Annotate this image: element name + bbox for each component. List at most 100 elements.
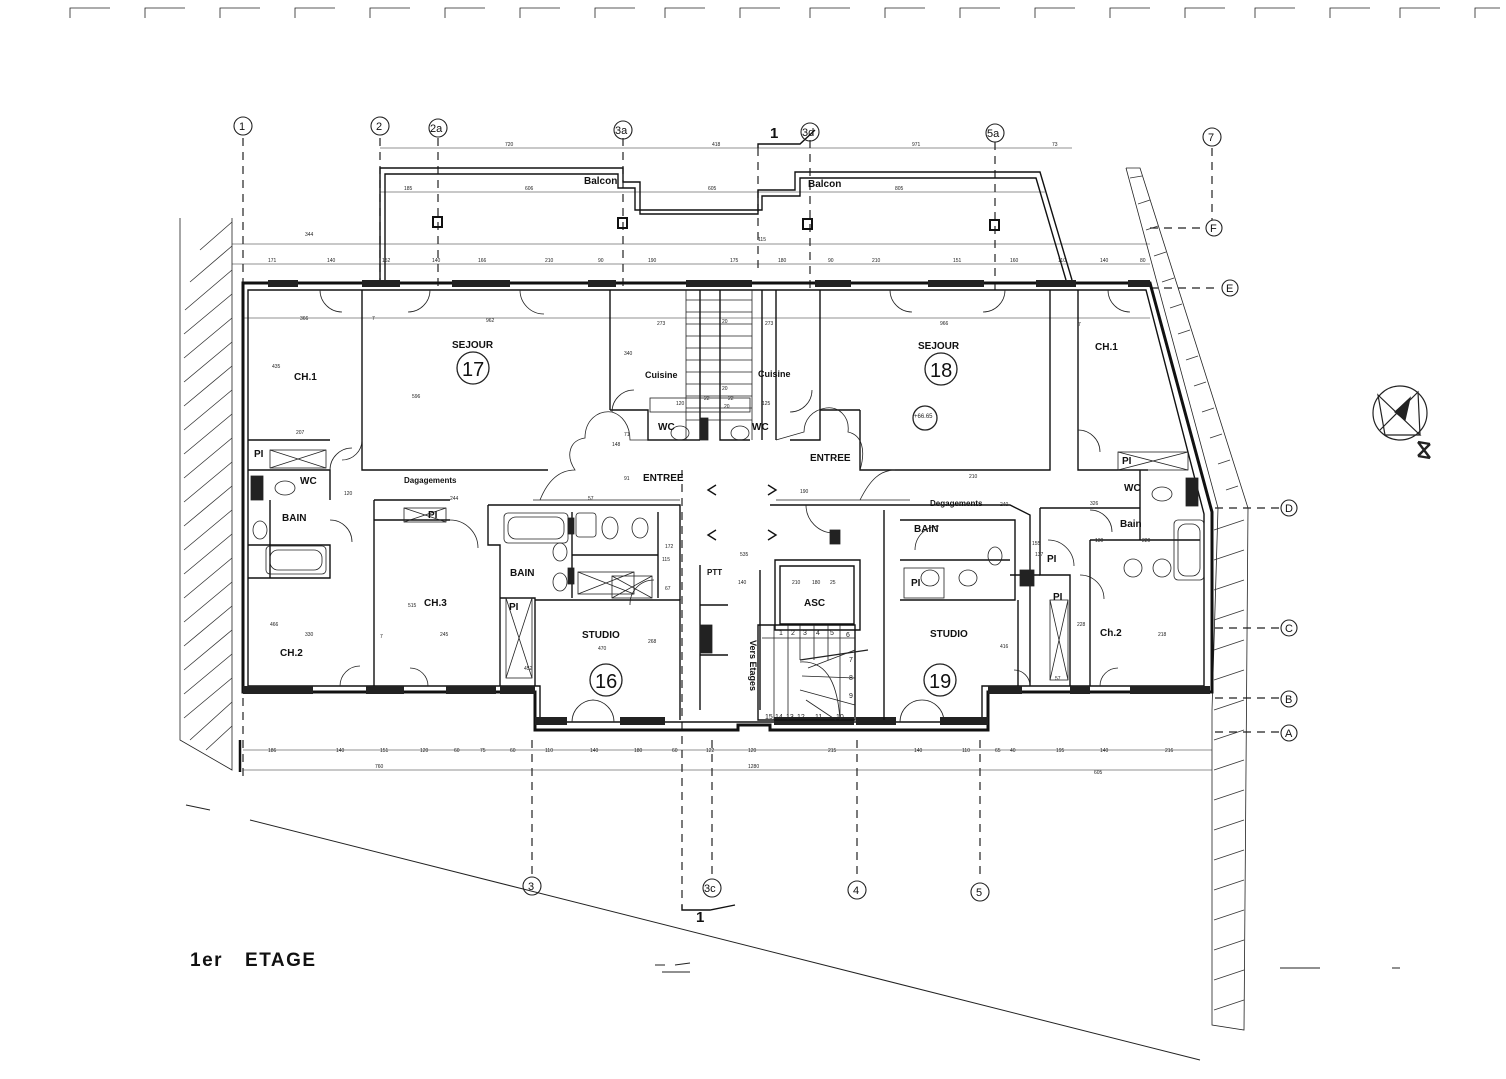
- dim-interior-35: 535: [740, 552, 749, 558]
- dim-bottom1-16: 110: [962, 748, 970, 754]
- dim-bottom1-18: 40: [1010, 748, 1016, 754]
- axis-3d: 3d: [802, 127, 814, 139]
- dim-interior-20: 71: [624, 432, 630, 438]
- room-label-sejour-18: SEJOUR: [918, 341, 960, 352]
- floor-level: 1er: [190, 950, 224, 971]
- stair-step-4: 4: [816, 630, 820, 637]
- dim-interior-33: 515: [408, 603, 417, 609]
- neighbour-wall-west: [179, 218, 242, 772]
- dimension-lines: [232, 147, 1212, 771]
- room-label-studio-16: STUDIO: [582, 630, 620, 641]
- dim-top2-4: 805: [895, 186, 904, 192]
- room-label-ch1-17: CH.1: [294, 372, 317, 383]
- dim-bottom2-1: 760: [375, 764, 384, 770]
- dim-interior-34: 452: [524, 666, 533, 672]
- dim-interior-26: 240: [1000, 502, 1009, 508]
- dim-interior-16: 20: [724, 404, 730, 410]
- dim-bottom1-6: 75: [480, 748, 486, 754]
- dim-interior-40: 218: [1158, 632, 1167, 638]
- dim-bottom1-9: 140: [590, 748, 599, 754]
- section-mark-bottom: 1: [696, 909, 704, 926]
- room-label-degagements-17: Dagagements: [404, 476, 457, 485]
- apartment-number-16: 16: [595, 671, 617, 693]
- dim-bottom1-15: 140: [914, 748, 923, 754]
- axis-D: D: [1285, 503, 1293, 515]
- core-labels: ASC PTT Vers Etages: [707, 568, 825, 691]
- interior-walls: [248, 290, 1200, 721]
- stair-step-15: 15: [765, 714, 773, 721]
- dim-bottom1-14: 215: [828, 748, 837, 754]
- axis-2a: 2a: [430, 123, 443, 135]
- grid-bubbles-bottom: [522, 876, 990, 902]
- floor-name: ETAGE: [245, 950, 317, 971]
- axis-F: F: [1210, 223, 1217, 235]
- dim-interior-48: 130: [1095, 538, 1104, 544]
- room-label-cuisine-17: Cuisine: [645, 370, 678, 380]
- room-label-pi-18c: PI: [1053, 592, 1063, 603]
- room-label-cuisine-18: Cuisine: [758, 369, 791, 379]
- dim-interior-6: 273: [765, 321, 774, 327]
- dim-top4-8: 190: [648, 258, 657, 264]
- dim-top4-11: 90: [828, 258, 834, 264]
- neighbour-wall-east: [1125, 167, 1249, 1031]
- room-label-pi-17b: PI: [428, 510, 438, 521]
- dim-top4-13: 151: [953, 258, 962, 264]
- dim-interior-14: 22: [704, 396, 710, 402]
- dim-top4-14: 160: [1010, 258, 1019, 264]
- room-labels-apartment-17: SEJOUR CH.1 PI WC BAIN Dagagements PI CH…: [254, 340, 684, 659]
- balcony-posts: [432, 216, 1000, 231]
- apartment-number-circles: [456, 351, 958, 697]
- apartment-number-19: 19: [929, 671, 951, 693]
- dim-interior-3: 962: [486, 318, 495, 324]
- room-label-wc-18: WC: [1124, 483, 1141, 494]
- dim-top4-9: 175: [730, 258, 739, 264]
- dim-interior-36: 268: [648, 639, 657, 645]
- dim-top4-2: 140: [327, 258, 336, 264]
- staircase: [685, 290, 869, 721]
- room-label-pi-18b: PI: [1047, 554, 1057, 565]
- dim-top2-2: 606: [525, 186, 534, 192]
- grid-bubbles-top: [233, 116, 1222, 147]
- dimensions-top: 720 418 971 73 185 606 605 805 344 115: [305, 142, 1058, 243]
- room-label-studio-19: STUDIO: [930, 629, 968, 640]
- dim-interior-8: 7: [1078, 322, 1081, 328]
- entrance-arrows: [706, 484, 778, 541]
- dim-top4-10: 180: [778, 258, 787, 264]
- dim-bottom1-19: 195: [1056, 748, 1065, 754]
- dim-interior-1: 366: [300, 316, 309, 322]
- dim-interior-19: 148: [612, 442, 621, 448]
- dim-top4-17: 80: [1140, 258, 1146, 264]
- room-label-degagements-18: Degagements: [930, 499, 983, 508]
- dim-interior-29: 245: [440, 632, 449, 638]
- sanitary-fixtures: [250, 397, 1205, 681]
- dim-bottom1-11: 60: [672, 748, 678, 754]
- dim-top-3: 971: [912, 142, 921, 148]
- dim-top2-1: 185: [404, 186, 413, 192]
- north-arrow-icon: [1372, 385, 1431, 460]
- dim-top3-1: 344: [305, 232, 314, 238]
- stair-step-12: 12: [797, 714, 805, 721]
- stair-step-14: 14: [775, 714, 783, 721]
- building-envelope: [241, 281, 1214, 732]
- section-cut-marks: [681, 129, 816, 911]
- dim-top-2: 418: [712, 142, 721, 148]
- entrance-curves: [533, 407, 910, 501]
- level-mark: +66.65: [914, 414, 933, 420]
- room-label-ch1-18: CH.1: [1095, 342, 1118, 353]
- stair-step-3: 3: [803, 630, 807, 637]
- facade-windows: [243, 280, 1210, 725]
- section-mark-top: 1: [770, 125, 778, 142]
- dim-top-4: 73: [1052, 142, 1058, 148]
- dim-interior-42: 155: [1032, 541, 1041, 547]
- axis-5a: 5a: [987, 128, 1000, 140]
- room-label-pi-18a: PI: [1122, 456, 1132, 467]
- axis-4: 4: [853, 885, 859, 897]
- axis-E: E: [1226, 283, 1233, 295]
- dim-bottom1-7: 60: [510, 748, 516, 754]
- axis-1: 1: [239, 121, 245, 133]
- axis-3a: 3a: [615, 125, 628, 137]
- room-label-entree-17: ENTREE: [643, 473, 684, 484]
- dim-bottom1-4: 120: [420, 748, 429, 754]
